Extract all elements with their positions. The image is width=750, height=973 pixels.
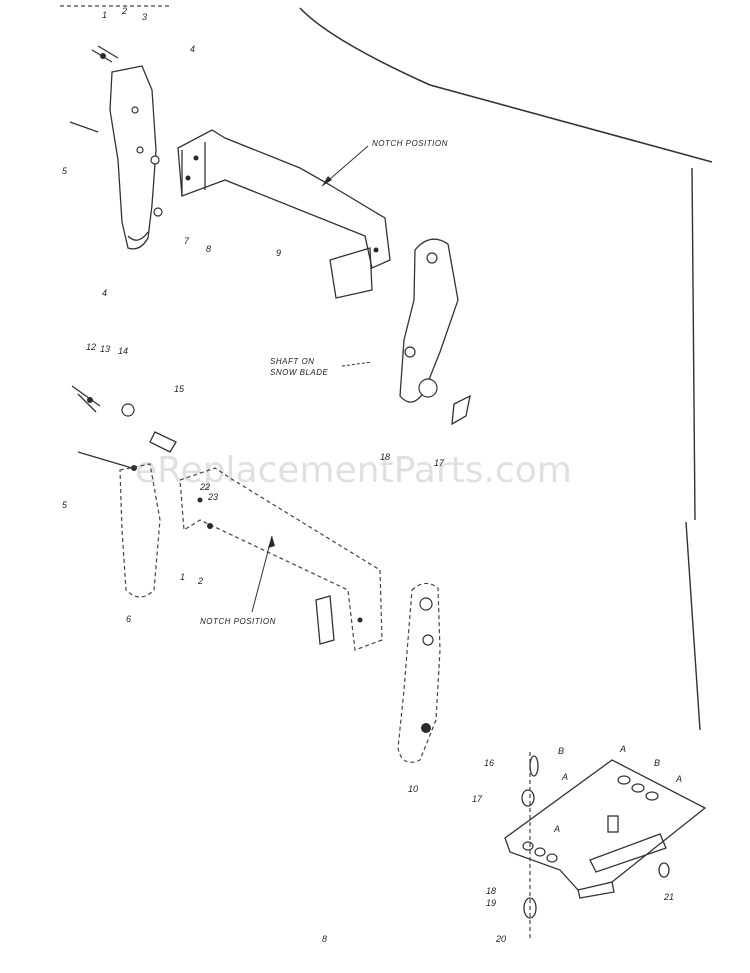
upper-clip: [451, 394, 471, 426]
part-label: 4: [190, 44, 195, 54]
part-label: 15: [174, 384, 185, 394]
part-label: A: [561, 772, 568, 782]
callout-notch-position-upper: NOTCH POSITION: [372, 139, 448, 148]
callout-notch-position-lower: NOTCH POSITION: [200, 617, 276, 626]
lower-spring: [149, 431, 177, 453]
part-label: 13: [100, 344, 110, 354]
part-label: 2: [121, 6, 127, 16]
lower-left-mount-plate: [119, 463, 161, 598]
part-label: 4: [102, 288, 107, 298]
frame-line-upper: [691, 167, 696, 521]
upper-left-mount-plate: [109, 65, 157, 250]
part-label: 7: [184, 236, 190, 246]
part-label: A: [553, 824, 560, 834]
part-label: 2: [197, 576, 203, 586]
part-label: 5: [62, 166, 68, 176]
part-label: 5: [62, 500, 68, 510]
part-label: B: [654, 758, 660, 768]
frame-line-lower: [685, 521, 701, 731]
skid-plate: [504, 759, 707, 891]
part-label: 8: [206, 244, 211, 254]
lower-bolt-cluster: [71, 385, 101, 413]
part-label: 19: [486, 898, 496, 908]
part-label: 22: [199, 482, 210, 492]
part-number-labels: 1 2 3 4 5 7 8 9 4 12 13 14 15 5 18 17 22…: [62, 6, 682, 944]
lower-assembly: [71, 385, 441, 763]
part-label: 3: [142, 12, 147, 22]
skid-plate-assembly: [504, 752, 707, 940]
part-label: 17: [434, 458, 445, 468]
leader-shaft: [341, 361, 373, 367]
part-label: 14: [118, 346, 128, 356]
lower-pin: [77, 451, 133, 469]
part-label: A: [675, 774, 682, 784]
part-label: 9: [276, 248, 281, 258]
part-label: 21: [663, 892, 674, 902]
part-label: 1: [180, 572, 185, 582]
lower-main-bar: [179, 467, 383, 651]
part-label: 16: [484, 758, 494, 768]
upper-assembly: [69, 45, 471, 426]
upper-main-bar: [177, 129, 391, 269]
part-label: 18: [486, 886, 496, 896]
part-label: 6: [126, 614, 131, 624]
part-label: 10: [408, 784, 418, 794]
part-label: 20: [495, 934, 506, 944]
part-label: 18: [380, 452, 390, 462]
callout-shaft-line1: SHAFT ON: [270, 357, 314, 366]
part-label: B: [558, 746, 564, 756]
skid-plate-slot: [589, 833, 667, 873]
part-label: 23: [207, 492, 218, 502]
leader-notch-lower: [251, 535, 273, 613]
part-label: 17: [472, 794, 483, 804]
part-label: 1: [102, 10, 107, 20]
upper-pin: [69, 121, 99, 133]
upper-right-link-arm: [399, 238, 459, 403]
lower-notch-block: [315, 595, 335, 645]
callout-shaft-line2: SNOW BLADE: [270, 368, 329, 377]
part-label: 8: [322, 934, 327, 944]
upper-right-bracket: [329, 247, 373, 299]
lower-right-link-arm: [397, 582, 441, 763]
part-label: 12: [86, 342, 96, 352]
part-label: A: [619, 744, 626, 754]
page-edge-line: [299, 7, 713, 163]
